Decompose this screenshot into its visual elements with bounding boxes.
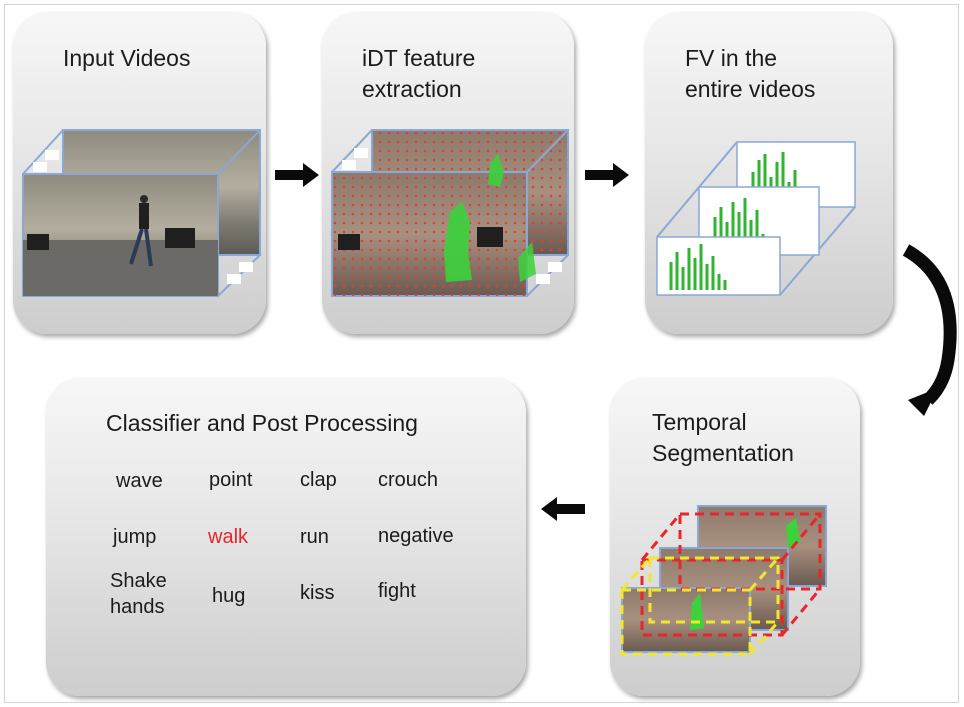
- class-label: kiss: [300, 582, 335, 604]
- panel-input-videos: Input Videos: [13, 12, 266, 334]
- video-cube-illustration: [22, 129, 261, 297]
- panel-temporal-segmentation: Temporal Segmentation: [610, 378, 860, 696]
- left-arrow: [541, 497, 585, 521]
- class-label: negative: [378, 525, 454, 547]
- right-arrow-1: [275, 163, 319, 187]
- class-label-highlighted: walk: [208, 526, 249, 548]
- panel-title: Input Videos: [63, 45, 191, 71]
- figure-frame: [4, 4, 959, 703]
- panel-title: Temporal Segmentation: [652, 409, 794, 466]
- class-label: clap: [300, 469, 337, 491]
- panel-idt-feature-extraction: iDT feature extraction: [322, 12, 574, 334]
- class-label: jump: [113, 526, 157, 548]
- class-label: wave: [116, 470, 163, 492]
- right-arrow-2: [585, 163, 629, 187]
- histogram-stack-illustration: [656, 141, 856, 296]
- class-label: run: [300, 526, 329, 548]
- panel-classifier: Classifier and Post Processing wave poin…: [46, 378, 526, 696]
- panel-fisher-vectors: FV in the entire videos: [645, 12, 893, 334]
- class-label: hug: [212, 585, 246, 607]
- panel-title: iDT feature extraction: [362, 45, 476, 102]
- panel-title: FV in the entire videos: [685, 45, 816, 102]
- class-label: Shake hands: [110, 570, 167, 618]
- curved-arrow-down: [902, 244, 957, 416]
- class-label: crouch: [378, 469, 439, 491]
- feature-cube-illustration: [331, 129, 569, 297]
- panel-title: Classifier and Post Processing: [106, 410, 418, 436]
- segmentation-cube-illustration: [620, 505, 827, 656]
- class-label: fight: [378, 580, 416, 602]
- class-label: point: [209, 469, 253, 491]
